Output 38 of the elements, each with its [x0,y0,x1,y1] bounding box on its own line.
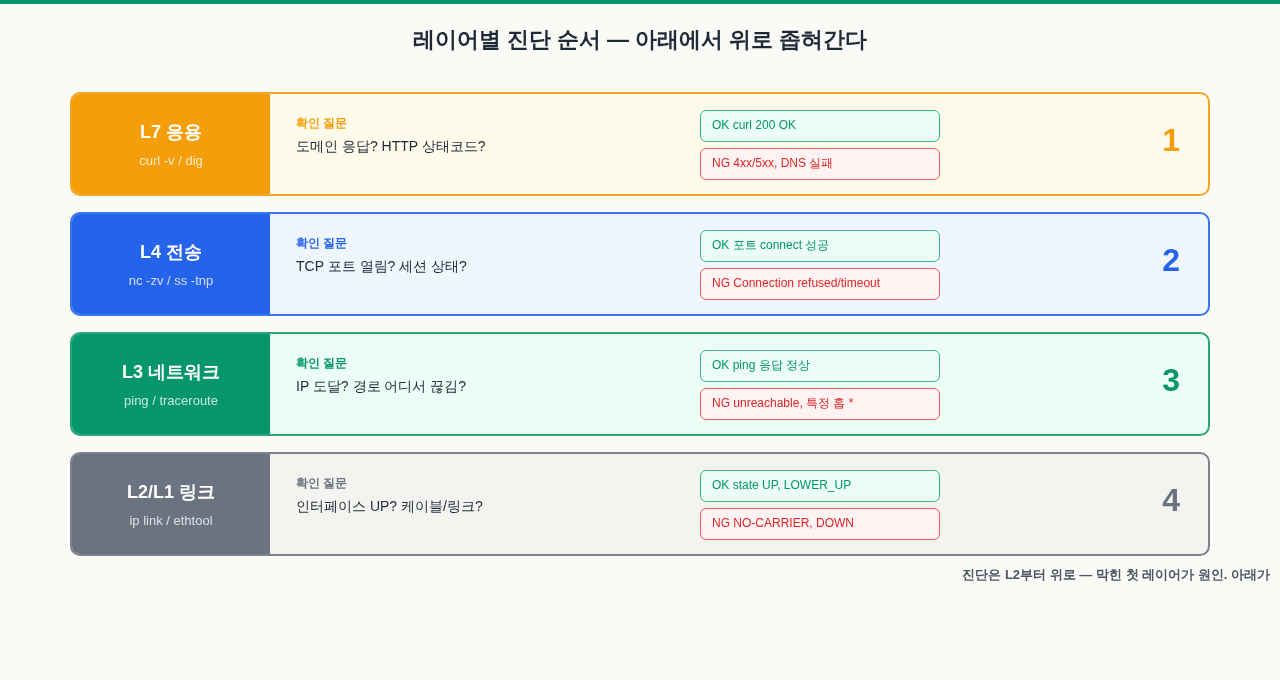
question-heading: 확인 질문 [296,235,348,251]
question-text: IP 도달? 경로 어디서 끊김? [296,377,467,396]
layer-name: L3 네트워크 [121,361,221,384]
layer-panel [72,454,270,554]
ok-result-box: OK ping 응답 정상 [700,350,940,382]
step-number: 2 [1162,241,1180,279]
layer-name: L7 응용 [139,121,203,144]
footnote: 진단은 L2부터 위로 — 막힌 첫 레이어가 원인. 아래가 [962,566,1270,584]
layer-panel [72,334,270,434]
ok-result-box: OK state UP, LOWER_UP [700,470,940,502]
layer-name: L4 전송 [139,241,203,264]
tool-commands: ping / traceroute [123,392,219,410]
question-heading: 확인 질문 [296,115,348,131]
layer-card [70,212,1210,316]
layer-name: L2/L1 링크 [126,481,216,504]
step-number: 3 [1162,361,1180,399]
ok-result-box: OK 포트 connect 성공 [700,230,940,262]
ng-result-box: NG unreachable, 특정 홉 * [700,388,940,420]
layer-card [70,332,1210,436]
layer-panel [72,94,270,194]
tool-commands: nc -zv / ss -tnp [127,272,215,290]
tool-commands: curl -v / dig [138,152,204,170]
ng-result-box: NG 4xx/5xx, DNS 실패 [700,148,940,180]
ng-result-box: NG NO-CARRIER, DOWN [700,508,940,540]
ok-result-box: OK curl 200 OK [700,110,940,142]
layer-panel [72,214,270,314]
step-number: 4 [1162,481,1180,519]
title: 레이어별 진단 순서 — 아래에서 위로 좁혀간다 [411,26,869,54]
question-text: 도메인 응답? HTTP 상태코드? [296,137,486,156]
step-number: 1 [1162,121,1180,159]
question-heading: 확인 질문 [296,355,348,371]
tool-commands: ip link / ethtool [128,512,214,530]
layer-card [70,92,1210,196]
ng-result-box: NG Connection refused/timeout [700,268,940,300]
layer-card [70,452,1210,556]
question-text: 인터페이스 UP? 케이블/링크? [296,497,483,516]
question-text: TCP 포트 열림? 세션 상태? [296,257,467,276]
question-heading: 확인 질문 [296,475,348,491]
